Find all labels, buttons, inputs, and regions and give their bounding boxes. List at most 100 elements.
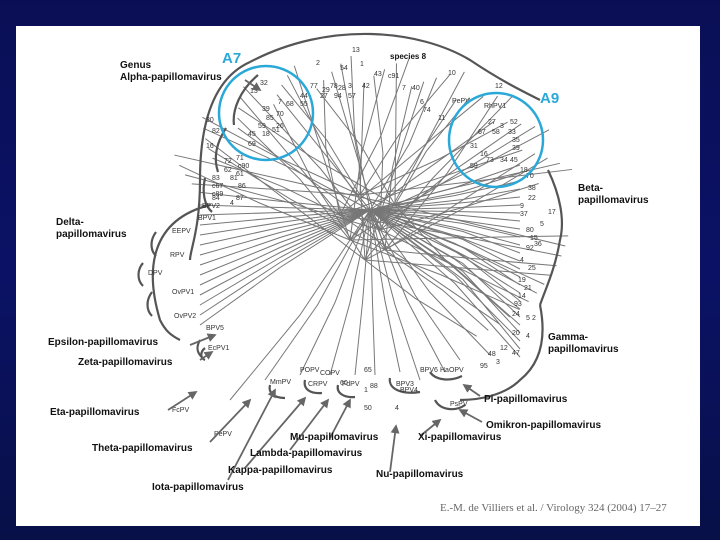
genus-arcs (137, 32, 563, 411)
virus-label: OvPV1 (172, 289, 194, 296)
branch-line (394, 63, 397, 206)
branch-line (369, 209, 521, 214)
branch-line (281, 84, 361, 196)
branch-line (394, 204, 566, 247)
type-number: 19 (518, 277, 526, 284)
branch-line (369, 172, 521, 211)
virus-label: BPV4 (400, 387, 418, 394)
branch-line (199, 204, 371, 211)
virus-label: DPV (148, 270, 163, 277)
type-number: c67 (212, 183, 223, 190)
genus-arrow (167, 391, 198, 411)
type-number: 80 (526, 227, 534, 234)
branch-line (369, 196, 521, 211)
virus-label: CRPV (308, 381, 328, 388)
type-number: 85 (266, 115, 274, 122)
virus-label: BPV3 (396, 381, 414, 388)
callout-label-a7: A7 (222, 50, 241, 67)
type-number: 26 (276, 123, 284, 130)
branch-line (384, 153, 536, 251)
branch-line (369, 209, 521, 302)
type-number: 47 (512, 350, 520, 357)
type-number: 81 (230, 175, 238, 182)
branch-line (276, 94, 371, 211)
branch-line (199, 209, 371, 296)
label-epsilon: Epsilon-papillomavirus (48, 337, 158, 348)
type-number: c90 (238, 163, 249, 170)
type-number: 69 (248, 141, 256, 148)
bpv3-bracket (388, 377, 421, 394)
type-number: 17 (548, 209, 556, 216)
type-number: 78 (330, 83, 338, 90)
genus-arrow (329, 398, 351, 439)
branch-line (199, 209, 371, 226)
branch-line (369, 209, 521, 246)
genus-arrow (227, 388, 276, 481)
branch-line (212, 157, 341, 216)
genus-arrow (389, 424, 400, 473)
type-number: 74 (423, 107, 431, 114)
callout-circle-a9 (447, 91, 545, 189)
label-iota: Iota-papillomavirus (152, 482, 244, 493)
type-number: 34 (500, 157, 508, 164)
branch-line (369, 188, 521, 211)
branch-line (369, 209, 446, 373)
type-number: 4 (526, 333, 530, 340)
branch-line (329, 209, 371, 376)
genus-arrow (209, 398, 252, 443)
alpha-inner-bracket-1 (232, 74, 259, 126)
delta-bracket (151, 203, 211, 341)
type-number: 67 (478, 129, 486, 136)
callout-label-a9: A9 (540, 90, 559, 107)
type-number: 7 (402, 85, 406, 92)
branch-line (354, 209, 371, 376)
branch-line (199, 209, 371, 246)
alpha-inner-bracket-3 (202, 177, 213, 213)
branch-line (349, 235, 569, 241)
type-number: 27 (488, 119, 496, 126)
branch-line (286, 75, 381, 231)
label-species-8: species 8 (390, 52, 427, 61)
branch-line (205, 138, 366, 261)
branch-line (199, 209, 371, 306)
genus-heading: Genus (120, 60, 152, 71)
type-number: 13 (352, 47, 360, 54)
label-beta: Beta- (578, 183, 603, 194)
branch-line (264, 209, 371, 381)
virus-label: POPV (300, 367, 320, 374)
type-number: 6 (420, 99, 424, 106)
branch-line (239, 97, 341, 216)
virus-label: FdPV (342, 381, 360, 388)
type-number: 3 (348, 83, 352, 90)
type-number: 9 (520, 203, 524, 210)
type-number: 48 (488, 351, 496, 358)
virus-label: HaOPV (440, 367, 464, 374)
branch-line (359, 74, 451, 196)
label-gamma-2: papillomavirus (548, 344, 619, 355)
type-number: 32 (260, 80, 268, 87)
figure-panel (16, 26, 700, 526)
genus-arrow (244, 79, 262, 91)
crpv-bracket (303, 379, 323, 395)
type-number: 83 (212, 175, 220, 182)
label-nu: Nu-papillomavirus (376, 469, 464, 480)
label-delta: Delta- (56, 217, 84, 228)
type-number: 3 (496, 359, 500, 366)
type-number: 72 (224, 158, 232, 165)
label-zeta: Zeta-papillomavirus (78, 357, 173, 368)
pspv-bracket (434, 399, 466, 411)
virus-label: RhPV1 (484, 103, 506, 110)
genus-arrow (458, 409, 483, 423)
outer-bracket-gamma (459, 304, 544, 402)
tree-branches (174, 55, 573, 401)
virus-label: COPV (320, 370, 340, 377)
label-omikron: Omikron-papillomavirus (486, 420, 601, 431)
branch-line (323, 80, 341, 216)
branch-line (369, 209, 461, 361)
type-number: 84 (212, 195, 220, 202)
type-number: 82 (212, 128, 220, 135)
branch-line (339, 214, 500, 325)
branch-line (369, 209, 521, 318)
